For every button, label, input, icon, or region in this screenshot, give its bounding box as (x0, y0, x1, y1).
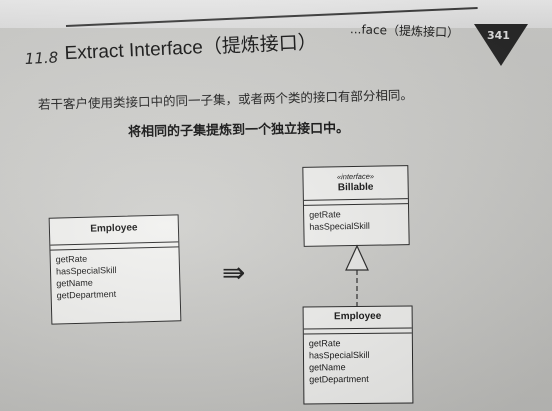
operation: getDepartment (309, 373, 369, 385)
operation: getRate (308, 338, 341, 349)
operations-compartment: getRate hasSpecialSkill getName getDepar… (304, 334, 412, 389)
operation: getName (309, 362, 346, 373)
class-name: Employee (303, 306, 412, 330)
page-number: 341 (487, 29, 510, 42)
page-number-badge (474, 24, 528, 66)
refactor-arrow: ⇛ (222, 256, 246, 289)
employee-class-after: Employee getRate hasSpecialSkill getName… (302, 305, 414, 405)
operation: hasSpecialSkill (308, 349, 370, 361)
